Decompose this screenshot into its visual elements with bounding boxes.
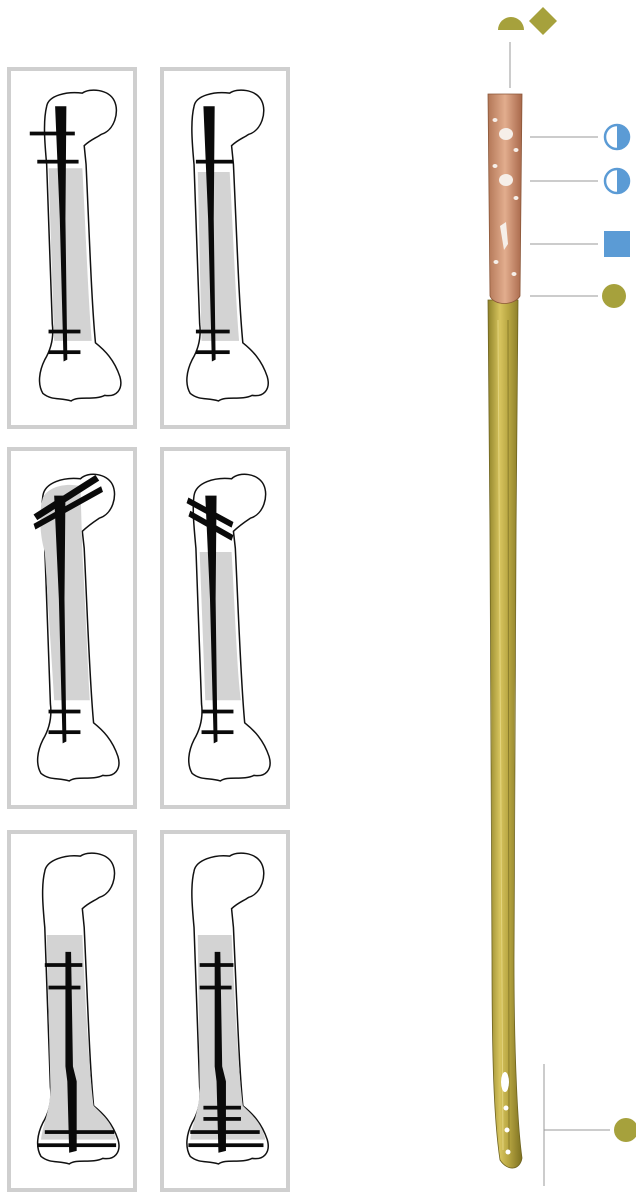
slot-square-icon — [604, 231, 630, 257]
top-half-circle-icon — [498, 17, 524, 30]
top-diamond-icon — [529, 7, 557, 35]
proximal-hole-1 — [499, 128, 513, 140]
hole-1-half-fill-circle-icon — [605, 125, 629, 149]
distal-end-circle-icon — [614, 1118, 636, 1142]
distal-slot — [501, 1072, 509, 1092]
proximal-hole-2 — [499, 174, 513, 186]
hole-2-half-fill-circle-icon — [605, 169, 629, 193]
proximal-end-circle-icon — [602, 284, 626, 308]
nail-shaft — [488, 300, 522, 1168]
